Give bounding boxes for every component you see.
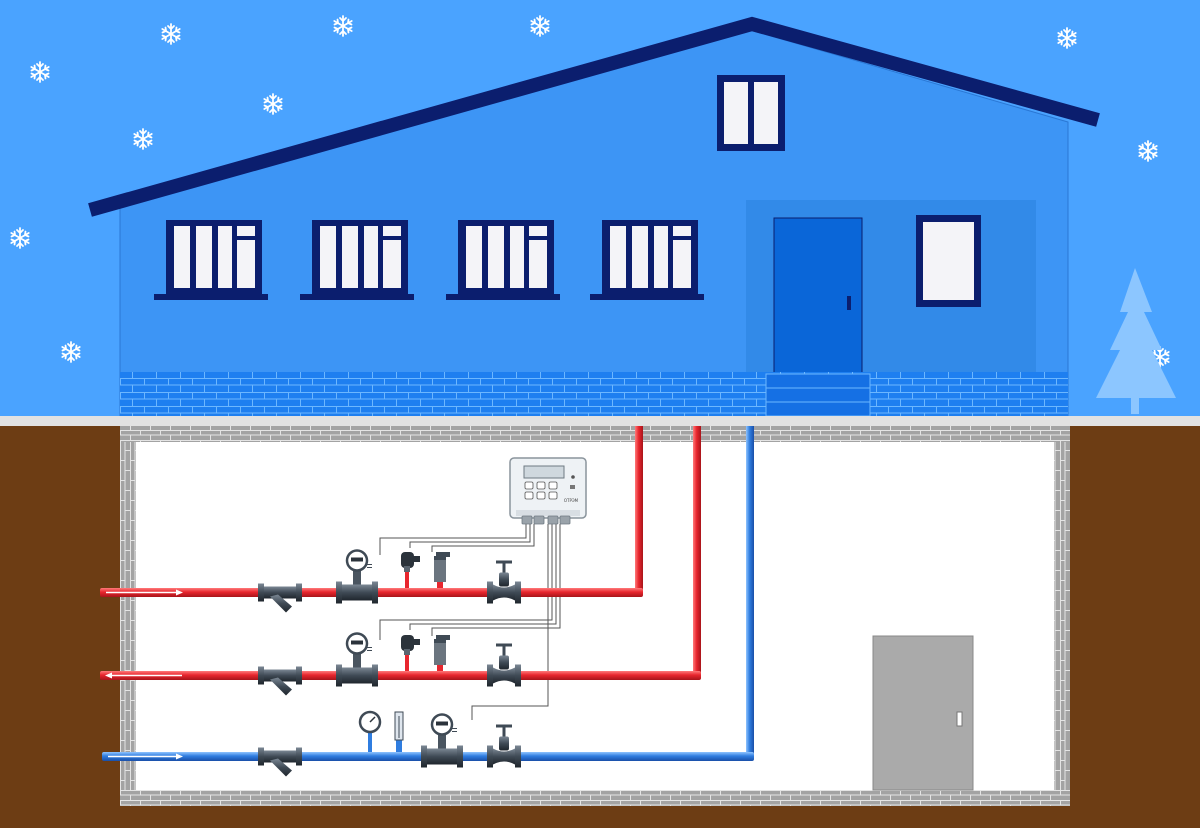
- window-1: [154, 220, 268, 300]
- button-right: [548, 481, 558, 490]
- supply-pipeline: [100, 549, 643, 613]
- window-3: [446, 220, 560, 300]
- button-up: [536, 491, 546, 500]
- window-5: [916, 215, 981, 307]
- sensor-wiring: [379, 524, 561, 720]
- window-4: [590, 220, 704, 300]
- basement-door: [872, 635, 974, 791]
- status-led: [571, 475, 575, 479]
- attic-window: [717, 75, 785, 151]
- house: [88, 16, 1100, 417]
- button-menu: [536, 481, 546, 490]
- pressure-gauge-icon: [358, 710, 382, 752]
- return-riser: [693, 426, 701, 676]
- button-down: [524, 491, 534, 500]
- basement: [120, 426, 1070, 806]
- button-enter: [548, 491, 558, 500]
- roof: [88, 16, 1100, 217]
- thermometer-icon: [394, 711, 404, 752]
- button-left: [524, 481, 534, 490]
- entrance-steps: [765, 373, 871, 417]
- brick-plinth: [120, 372, 1068, 416]
- return-pipeline: [100, 632, 701, 696]
- cold-water-riser: [746, 426, 754, 756]
- window-2: [300, 220, 414, 300]
- controller-brand: ОТРЭМ: [564, 498, 579, 503]
- fir-tree-icon: [1096, 268, 1176, 414]
- cold-water-pipeline: [102, 710, 754, 777]
- supply-riser: [635, 426, 643, 592]
- heat-meter-controller: ОТРЭМ: [509, 457, 587, 525]
- front-door: [773, 217, 863, 375]
- ground-line: [0, 416, 1200, 426]
